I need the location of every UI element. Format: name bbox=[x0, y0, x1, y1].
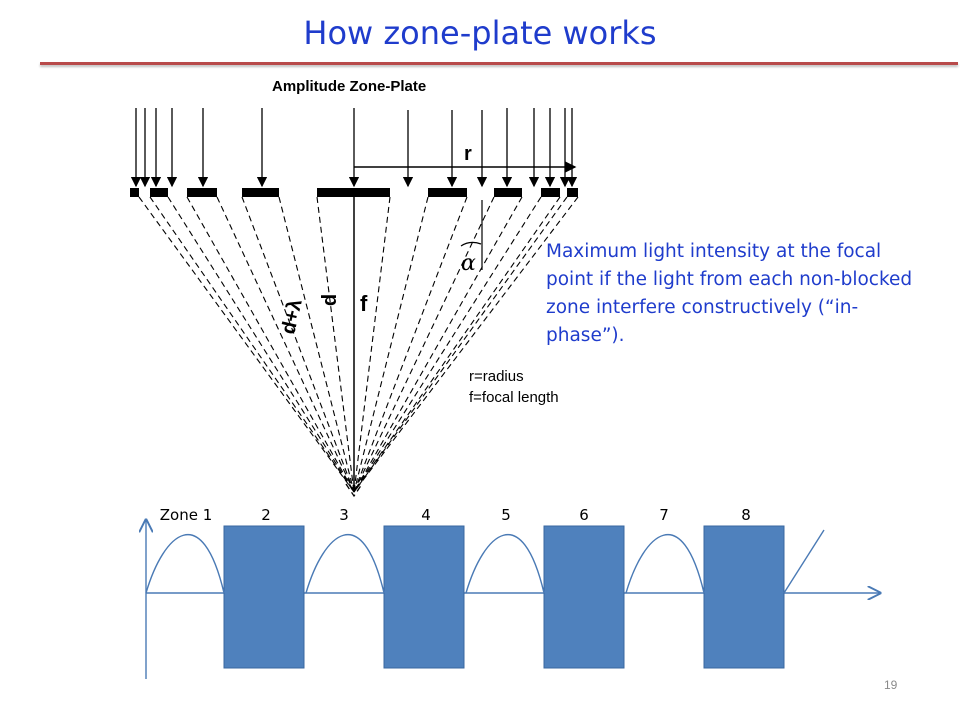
zone-label: Zone 1 bbox=[160, 506, 213, 524]
focus-rays bbox=[138, 196, 579, 498]
plate-bar bbox=[428, 188, 467, 197]
open-zone-wave bbox=[145, 534, 225, 594]
zone-label: 7 bbox=[659, 506, 669, 524]
plate-bar bbox=[541, 188, 560, 197]
focal-length-label: f bbox=[360, 291, 368, 316]
plate-bar bbox=[187, 188, 217, 197]
open-zone-wave bbox=[625, 534, 705, 594]
plate-bar bbox=[494, 188, 522, 197]
dashed-ray bbox=[149, 196, 355, 493]
radius-label: r bbox=[464, 143, 472, 165]
open-zone-wave bbox=[465, 534, 545, 594]
zone-label: 6 bbox=[579, 506, 589, 524]
slide-title: How zone-plate works bbox=[303, 14, 657, 52]
dashed-ray bbox=[216, 196, 355, 493]
dashed-ray bbox=[278, 196, 355, 493]
page-number: 19 bbox=[884, 678, 898, 692]
plate-bar bbox=[242, 188, 279, 197]
dashed-ray bbox=[353, 196, 468, 493]
legend-focal-length: f=focal length bbox=[469, 389, 559, 406]
dashed-ray bbox=[353, 196, 495, 493]
zone-label: 8 bbox=[741, 506, 751, 524]
dashed-ray bbox=[138, 196, 355, 493]
open-zone-wave bbox=[305, 534, 385, 594]
title-divider bbox=[40, 62, 958, 65]
zone-label: 2 bbox=[261, 506, 271, 524]
dashed-ray bbox=[353, 196, 391, 493]
zone-phase-diagram: Zone 1 2 3 4 5 6 7 8 bbox=[146, 506, 880, 679]
incoming-light-arrows bbox=[130, 108, 578, 188]
focus-arrowhead bbox=[345, 483, 363, 498]
dashed-ray bbox=[353, 196, 568, 493]
dashed-ray bbox=[353, 196, 579, 493]
figure-title: Amplitude Zone-Plate bbox=[272, 78, 426, 95]
distance-d-label: d bbox=[319, 294, 341, 306]
zone-label: 3 bbox=[339, 506, 349, 524]
dashed-ray bbox=[241, 196, 355, 493]
blocked-zone-block bbox=[543, 525, 625, 669]
zone-label: 5 bbox=[501, 506, 511, 524]
blocked-zone-block bbox=[383, 525, 465, 669]
zone-label: 4 bbox=[421, 506, 431, 524]
dashed-ray bbox=[353, 196, 429, 493]
dashed-ray bbox=[186, 196, 355, 493]
dashed-ray bbox=[353, 196, 523, 493]
plate-bar bbox=[130, 188, 139, 197]
blocked-zone-block bbox=[223, 525, 305, 669]
alpha-label: α bbox=[461, 251, 476, 276]
open-zone-wave bbox=[783, 529, 825, 594]
plate-bar bbox=[567, 188, 578, 197]
legend-radius: r=radius bbox=[469, 368, 524, 385]
blocked-zone-block bbox=[703, 525, 785, 669]
plate-bar bbox=[150, 188, 168, 197]
explanation-note: Maximum light intensity at the focal poi… bbox=[546, 241, 913, 346]
alpha-arc bbox=[460, 241, 482, 247]
dashed-ray bbox=[167, 196, 355, 493]
dashed-ray bbox=[353, 196, 542, 493]
dashed-ray bbox=[316, 196, 355, 493]
